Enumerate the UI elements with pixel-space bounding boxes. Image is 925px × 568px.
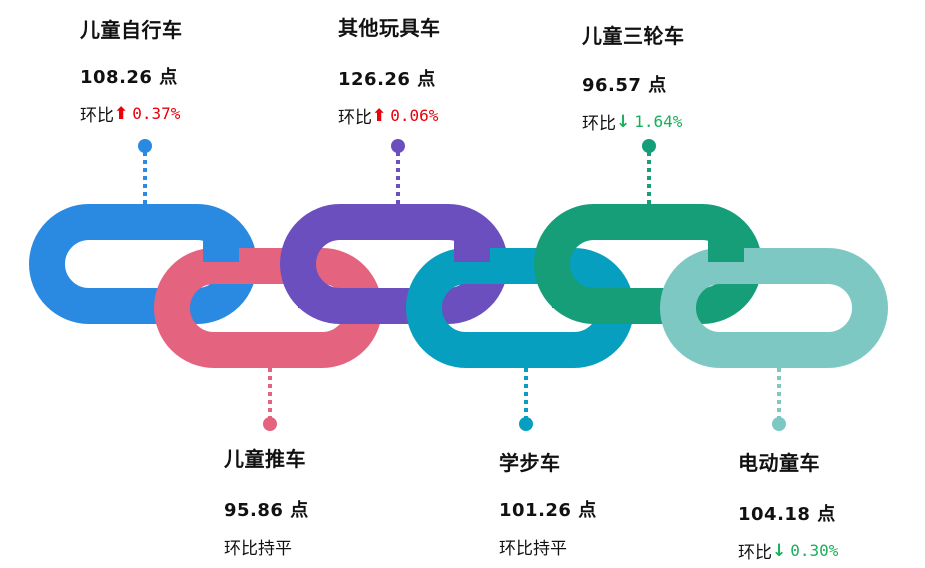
connector-1	[138, 139, 152, 204]
item-change: 环比 ⬆ 0.06%	[338, 103, 441, 129]
item-score: 96.57 点	[582, 75, 667, 96]
mom-label: 环比持平	[224, 539, 292, 559]
item-name: 儿童推车	[224, 447, 306, 471]
item-score: 104.18 点	[738, 504, 836, 525]
arrow-down-icon: ↓	[772, 540, 787, 561]
item-score: 95.86 点	[224, 500, 309, 521]
item-name: 儿童自行车	[80, 18, 183, 42]
item-label-1: 儿童自行车 108.26 点 环比 ⬆ 0.37%	[80, 14, 183, 126]
item-change: 环比 ↓ 0.30%	[738, 538, 839, 564]
connector-3	[642, 139, 656, 204]
mom-label: 环比	[80, 106, 114, 126]
item-change: 环比持平	[224, 534, 309, 559]
arrow-up-icon: ⬆	[114, 103, 129, 124]
item-name: 其他玩具车	[338, 16, 441, 40]
item-change: 环比 ↓ 1.64%	[582, 109, 685, 135]
item-change: 环比 ⬆ 0.37%	[80, 101, 183, 127]
item-label-4: 学步车 101.26 点 环比持平	[499, 447, 597, 559]
item-name: 学步车	[499, 451, 561, 475]
arrow-down-icon: ↓	[616, 111, 631, 132]
change-percent: 1.64%	[634, 112, 683, 131]
mom-label: 环比持平	[499, 539, 567, 559]
connector-4	[263, 368, 277, 431]
item-score: 108.26 点	[80, 67, 178, 88]
arrow-up-icon: ⬆	[372, 105, 387, 126]
item-label-5: 儿童三轮车 96.57 点 环比 ↓ 1.64%	[582, 20, 685, 134]
mom-label: 环比	[582, 114, 616, 134]
connector-2	[391, 139, 405, 204]
item-label-6: 电动童车 104.18 点 环比 ↓ 0.30%	[738, 447, 838, 563]
connector-5	[519, 368, 533, 431]
item-score: 101.26 点	[499, 500, 597, 521]
change-percent: 0.06%	[390, 106, 439, 125]
change-percent: 0.37%	[132, 104, 181, 123]
item-name: 电动童车	[738, 451, 820, 475]
item-label-2: 儿童推车 95.86 点 环比持平	[224, 443, 309, 559]
mom-label: 环比	[338, 108, 372, 128]
link-6	[660, 248, 888, 368]
connector-6	[772, 368, 786, 431]
item-label-3: 其他玩具车 126.26 点 环比 ⬆ 0.06%	[338, 12, 441, 128]
item-change: 环比持平	[499, 534, 597, 559]
mom-label: 环比	[738, 543, 772, 563]
item-score: 126.26 点	[338, 69, 436, 90]
change-percent: 0.30%	[790, 541, 839, 560]
item-name: 儿童三轮车	[582, 24, 685, 48]
